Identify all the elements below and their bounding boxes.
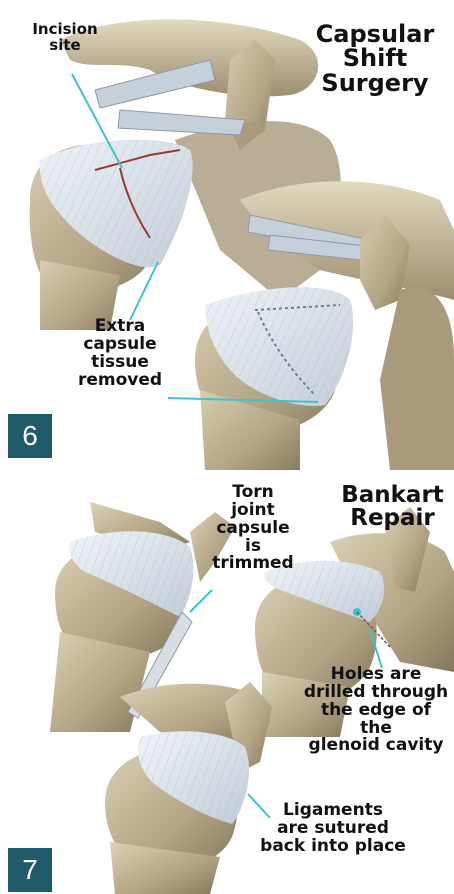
torn-joint-capsule-label: Torn joint capsule is trimmed	[198, 484, 308, 573]
capsular-shift-title: Capsular Shift Surgery	[300, 22, 450, 95]
holes-drilled-label: Holes are drilled through the edge of th…	[300, 666, 452, 755]
torn-capsule-leader-line	[190, 590, 212, 612]
extra-capsule-tissue-label: Extra capsule tissue removed	[60, 318, 180, 389]
bankart-repair-panel: Bankart Repair Torn joint capsule is tri…	[0, 472, 454, 894]
step-6-badge: 6	[8, 414, 52, 458]
bankart-repair-title: Bankart Repair	[335, 484, 450, 531]
incision-site-label: Incision site	[10, 22, 120, 54]
ligaments-sutured-label: Ligaments are sutured back into place	[258, 802, 408, 856]
step-7-badge: 7	[8, 848, 52, 892]
capsular-shift-panel: Capsular Shift Surgery Incision site Ext…	[0, 0, 454, 470]
